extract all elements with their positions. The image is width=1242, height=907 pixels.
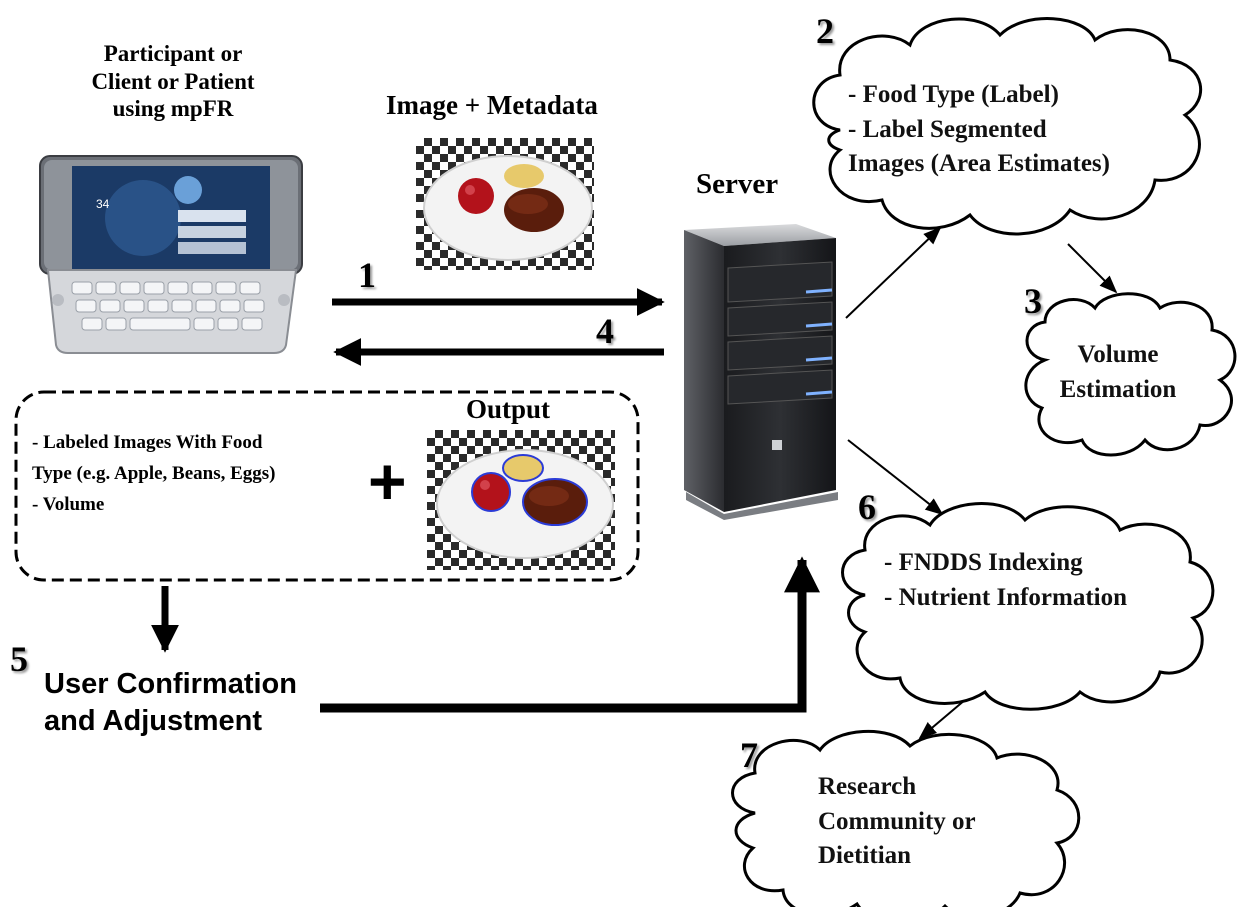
participant-line3: using mpFR — [112, 96, 234, 122]
cloud-7-shape — [731, 729, 1081, 907]
user-confirmation-line1: User Confirmation — [44, 668, 297, 700]
step-number-6: 6 — [858, 487, 876, 527]
arrow-cloud2-to-cloud3 — [1067, 243, 1118, 294]
cloud-6-nutrient-information: - Nutrient Information — [884, 583, 1128, 611]
cloud-3-estimation: Estimation — [1059, 375, 1177, 403]
user-confirmation-label: User Confirmation and Adjustment — [44, 666, 297, 740]
svg-text:34: 34 — [96, 197, 110, 211]
cloud-7-dietitian: Dietitian — [818, 842, 912, 869]
cloud-2-label-segmented: - Label Segmented — [848, 115, 1047, 143]
mobile-device-icon: 34 — [38, 150, 306, 355]
output-title: Output — [466, 394, 551, 424]
arrow-5-feedback — [320, 556, 820, 713]
server-title: Server — [696, 168, 779, 200]
step-number-1: 1 — [358, 255, 376, 295]
cloud-3-volume: Volume — [1077, 341, 1159, 368]
output-box-border — [14, 390, 640, 582]
arrow-server-to-cloud2 — [845, 226, 942, 319]
server-tower-icon — [676, 220, 848, 520]
user-confirmation-line2: and Adjustment — [44, 705, 263, 738]
cloud-2-food-type: - Food Type (Label) — [848, 81, 1059, 108]
participant-line1: Participant or — [103, 41, 243, 66]
output-line-labeled-images: - Labeled Images With Food — [32, 432, 263, 453]
cloud-6-shape — [841, 502, 1215, 711]
arrow-server-to-cloud6 — [847, 439, 944, 516]
cloud-6-text: - FNDDS Indexing - Nutrient Information — [884, 546, 1127, 615]
cloud-7-text: Research Community or Dietitian — [818, 770, 976, 874]
cloud-2-text: - Food Type (Label) - Label Segmented Im… — [848, 78, 1110, 182]
cloud-7-community: Community or — [818, 807, 976, 835]
cloud-3-text: Volume Estimation — [1040, 338, 1196, 407]
step-number-4: 4 — [596, 311, 614, 351]
output-description: - Labeled Images With Food Type (e.g. Ap… — [32, 428, 276, 520]
plus-icon: + — [368, 444, 407, 518]
image-metadata-title: Image + Metadata — [386, 90, 598, 120]
food-plate-drawing — [423, 155, 593, 261]
labeled-food-plate-photo — [427, 430, 615, 570]
cloud-2-shape — [812, 17, 1203, 236]
participant-line2: Client or Patient — [91, 68, 255, 94]
step-number-7: 7 — [740, 735, 758, 775]
cloud-2-area-estimates: Images (Area Estimates) — [848, 150, 1110, 177]
server-tower-drawing — [684, 224, 838, 520]
participant-label: Participant or Client or Patient using m… — [62, 40, 284, 123]
output-line-food-type: Type (e.g. Apple, Beans, Eggs) — [32, 462, 276, 484]
cloud-6-fndds-indexing: - FNDDS Indexing — [884, 549, 1083, 576]
mobile-device-drawing: 34 — [39, 155, 303, 354]
cloud-3-shape — [1024, 292, 1237, 457]
output-line-volume: - Volume — [32, 493, 105, 515]
labeled-food-plate-drawing — [436, 449, 614, 559]
step-number-3: 3 — [1024, 281, 1042, 321]
step-number-5: 5 — [10, 639, 28, 679]
food-plate-photo — [416, 138, 594, 270]
cloud-7-research: Research — [818, 773, 917, 800]
step-number-2: 2 — [816, 11, 834, 51]
